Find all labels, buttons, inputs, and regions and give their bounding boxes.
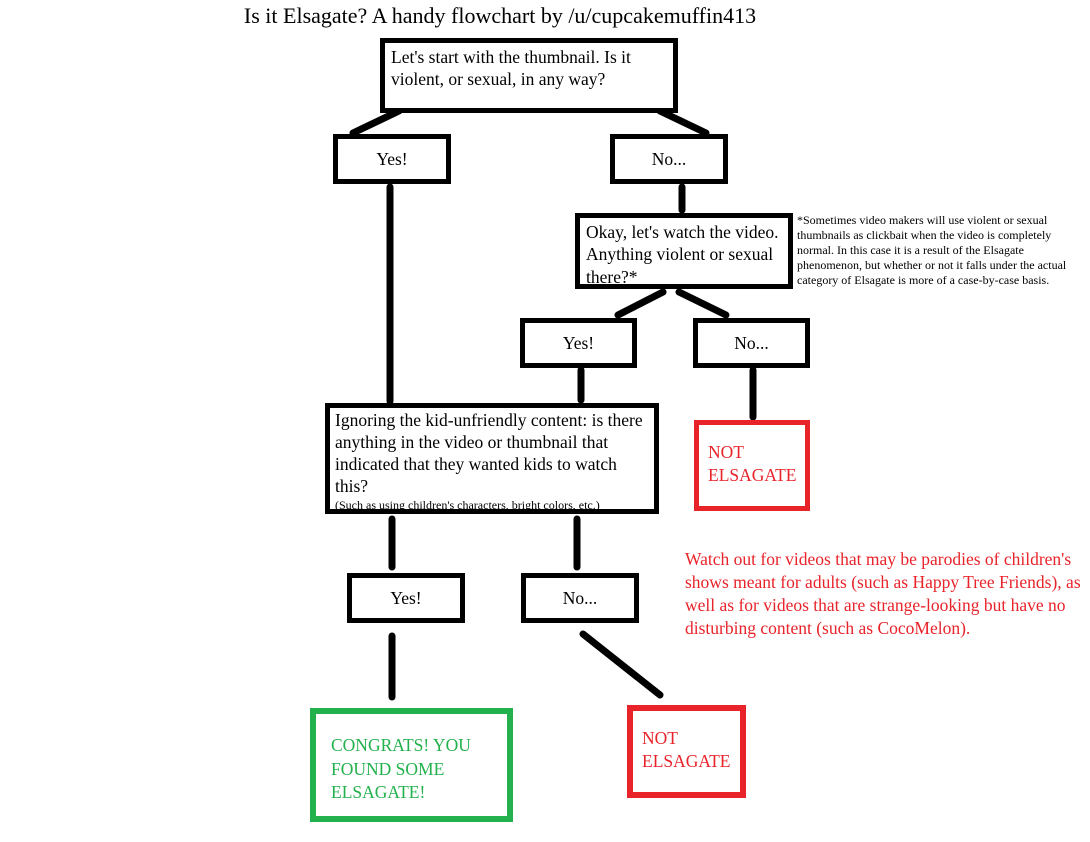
not-elsagate-top-label: NOT ELSAGATE xyxy=(708,442,797,485)
question-intent-subnote: (Such as using children's characters, br… xyxy=(335,497,600,512)
answer-no-3-box: No... xyxy=(521,573,639,623)
question-video-box: Okay, let's watch the video. Anything vi… xyxy=(575,213,793,289)
footnote-text: *Sometimes video makers will use violent… xyxy=(797,213,1067,288)
answer-yes-1-box: Yes! xyxy=(333,134,451,184)
answer-no-3-label: No... xyxy=(562,587,598,608)
not-elsagate-bottom-box: NOT ELSAGATE xyxy=(627,705,746,798)
answer-no-2-box: No... xyxy=(693,318,810,368)
question-thumbnail-text: Let's start with the thumbnail. Is it vi… xyxy=(391,47,631,90)
congrats-box: CONGRATS! YOU FOUND SOME ELSAGATE! xyxy=(310,708,513,822)
answer-yes-3-label: Yes! xyxy=(390,587,422,608)
edge-qvideo-to-yes2 xyxy=(614,288,667,319)
edge-q1-to-no1 xyxy=(656,107,710,137)
not-elsagate-top-box: NOT ELSAGATE xyxy=(694,420,810,511)
warning-text: Watch out for videos that may be parodie… xyxy=(685,549,1081,639)
answer-yes-2-label: Yes! xyxy=(562,332,595,353)
question-video-text: Okay, let's watch the video. Anything vi… xyxy=(586,222,779,287)
answer-yes-2-box: Yes! xyxy=(520,318,637,368)
congrats-label: CONGRATS! YOU FOUND SOME ELSAGATE! xyxy=(331,735,471,803)
answer-no-1-box: No... xyxy=(610,134,728,184)
answer-yes-3-box: Yes! xyxy=(347,573,465,623)
answer-no-2-label: No... xyxy=(734,332,769,353)
not-elsagate-bottom-label: NOT ELSAGATE xyxy=(642,728,731,771)
edge-q1-to-yes1 xyxy=(349,107,403,137)
edge-no3-to-notelsagate2 xyxy=(579,630,664,699)
edge-qvideo-to-no2 xyxy=(675,288,730,319)
page-title: Is it Elsagate? A handy flowchart by /u/… xyxy=(243,3,757,28)
answer-yes-1-label: Yes! xyxy=(376,148,408,169)
question-intent-box: Ignoring the kid-unfriendly content: is … xyxy=(325,403,659,514)
question-thumbnail-box: Let's start with the thumbnail. Is it vi… xyxy=(380,38,678,113)
answer-no-1-label: No... xyxy=(651,148,687,169)
question-intent-text: Ignoring the kid-unfriendly content: is … xyxy=(335,410,643,496)
